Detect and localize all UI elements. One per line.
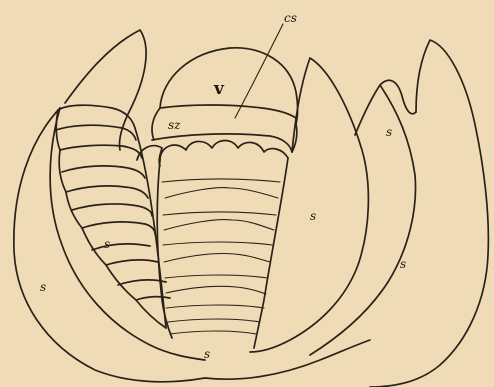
label-v: v (213, 79, 225, 99)
label-s-left-inner: s (104, 237, 110, 251)
label-s-bottom: s (204, 347, 210, 361)
label-s-right-mid: s (310, 209, 316, 223)
label-s-left-outer: s (40, 280, 46, 294)
label-cs: cs (284, 11, 297, 25)
label-s-right-outer: s (400, 257, 406, 271)
label-s-right-upper: s (386, 125, 392, 139)
label-sz: sz (168, 118, 181, 132)
